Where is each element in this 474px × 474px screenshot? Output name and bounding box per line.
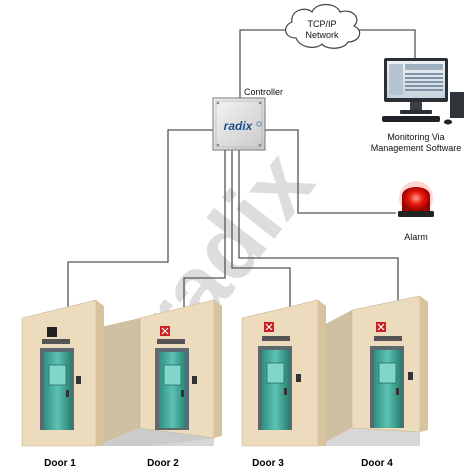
alarm-label: Alarm — [404, 232, 428, 242]
network-cloud: TCP/IP Network — [285, 3, 361, 49]
alarm-beacon-icon — [402, 187, 430, 212]
door-1 — [40, 327, 81, 430]
registered-icon — [256, 121, 262, 127]
wire-alarm — [263, 129, 396, 214]
controller-label: Controller — [244, 87, 283, 97]
door-3-lock-strip — [262, 336, 290, 341]
wire-door-3 — [231, 150, 291, 322]
door-1-lock-strip — [42, 339, 70, 344]
door-1-exit-button — [76, 376, 81, 384]
computer-tower-icon — [450, 92, 464, 118]
door-1-reader-icon — [47, 327, 57, 337]
wiring — [67, 29, 416, 338]
door-labels: Door 1 Door 2 Door 3 Door 4 — [44, 458, 393, 469]
wire-door-1 — [67, 129, 218, 338]
door-2-lock-strip — [157, 339, 185, 344]
mouse-icon — [444, 119, 452, 125]
door-3-exit-button — [296, 374, 301, 382]
door-2-label: Door 2 — [147, 458, 179, 469]
controller: Controller radix — [212, 87, 283, 151]
monitoring-label-line2: Management Software — [371, 143, 462, 153]
keyboard-icon — [382, 116, 440, 122]
monitoring-label-line1: Monitoring Via — [387, 132, 444, 142]
monitoring-workstation: Monitoring Via Management Software — [371, 58, 464, 153]
door-4-label: Door 4 — [361, 458, 393, 469]
door-2 — [155, 326, 197, 430]
controller-brand-logo: radix — [224, 119, 254, 133]
door-4 — [370, 322, 413, 428]
door-3-label: Door 3 — [252, 458, 284, 469]
network-label-line1: TCP/IP — [307, 19, 336, 29]
wire-network-monitor — [352, 29, 416, 58]
door-2-exit-button — [192, 376, 197, 384]
wire-controller-network — [239, 29, 292, 98]
alarm: Alarm — [398, 181, 434, 242]
wire-door-4 — [238, 150, 399, 322]
network-label-line2: Network — [305, 30, 339, 40]
door-4-exit-button — [408, 372, 413, 380]
door-3 — [258, 322, 301, 430]
door-1-label: Door 1 — [44, 458, 76, 469]
door-4-lock-strip — [374, 336, 402, 341]
